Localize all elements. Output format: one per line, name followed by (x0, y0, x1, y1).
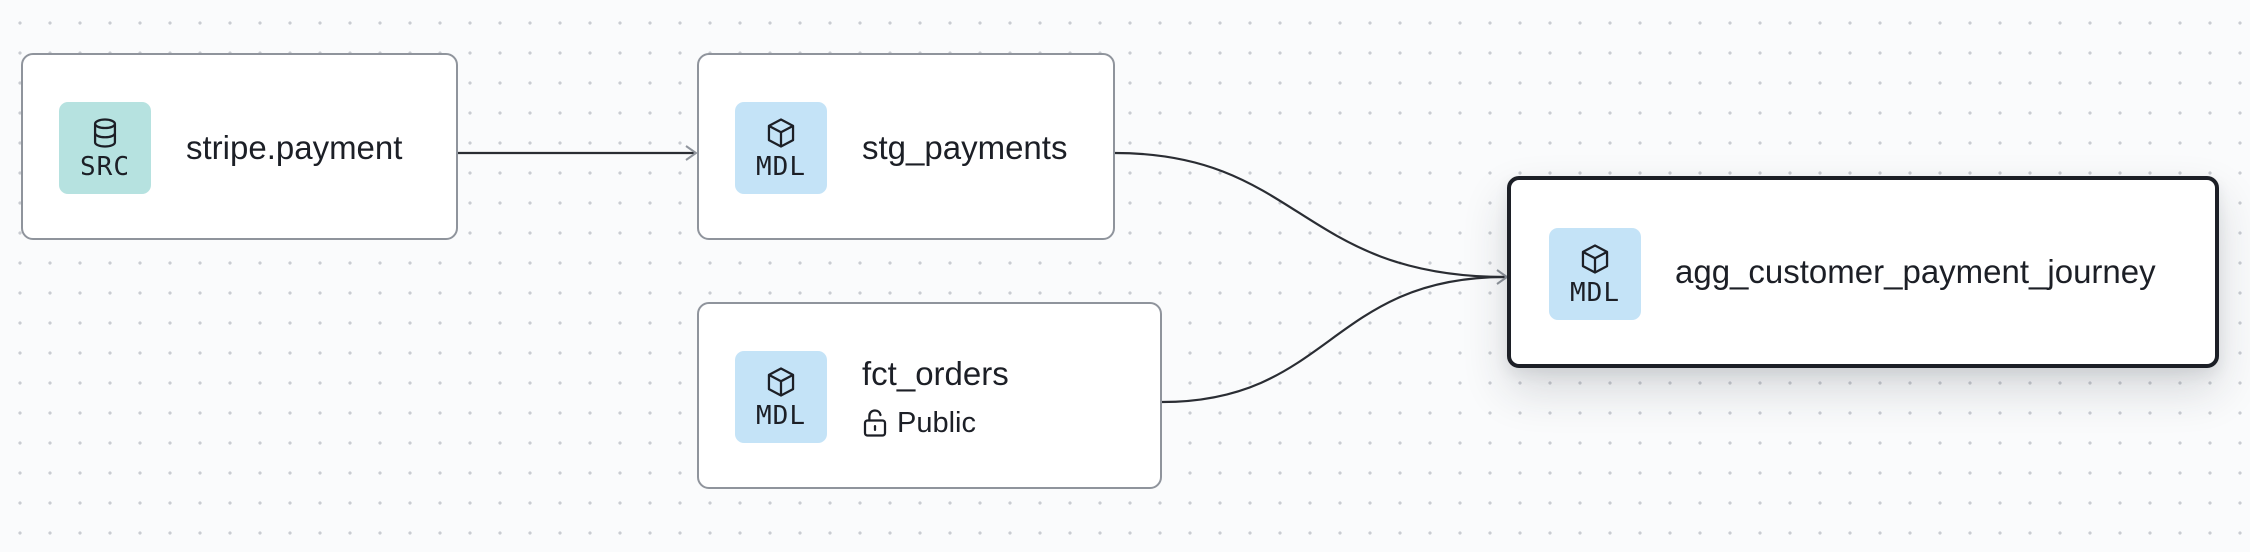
edge-fct-orders-to-agg-customer-payment-journey[interactable] (1161, 275, 1506, 404)
node-fct-orders[interactable]: MDL fct_orders Public (697, 302, 1162, 489)
node-stripe-payment[interactable]: SRC stripe.payment (21, 53, 458, 240)
edge-stg-payments-to-agg-customer-payment-journey[interactable] (1114, 151, 1506, 279)
node-name: agg_customer_payment_journey (1675, 253, 2156, 290)
node-name: fct_orders (862, 355, 1009, 392)
model-badge: MDL (1549, 228, 1641, 320)
cube-icon (767, 118, 795, 148)
badge-type-label: SRC (80, 152, 130, 182)
access-level-label: Public (897, 407, 976, 439)
node-stg-payments[interactable]: MDL stg_payments (697, 53, 1115, 240)
edge-arrow-stg-payments (685, 145, 698, 161)
model-badge: MDL (735, 351, 827, 443)
model-badge: MDL (735, 102, 827, 194)
cube-icon (767, 367, 795, 397)
badge-type-label: MDL (1570, 278, 1620, 308)
badge-type-label: MDL (756, 152, 806, 182)
badge-type-label: MDL (756, 401, 806, 431)
node-name: stg_payments (862, 129, 1068, 166)
node-agg-customer-payment-journey[interactable]: MDL agg_customer_payment_journey (1507, 176, 2219, 368)
unlock-icon (863, 409, 887, 437)
access-level: Public (862, 406, 976, 440)
cube-icon (1581, 244, 1609, 274)
source-badge: SRC (59, 102, 151, 194)
database-icon (93, 118, 117, 148)
node-name: stripe.payment (186, 129, 403, 166)
